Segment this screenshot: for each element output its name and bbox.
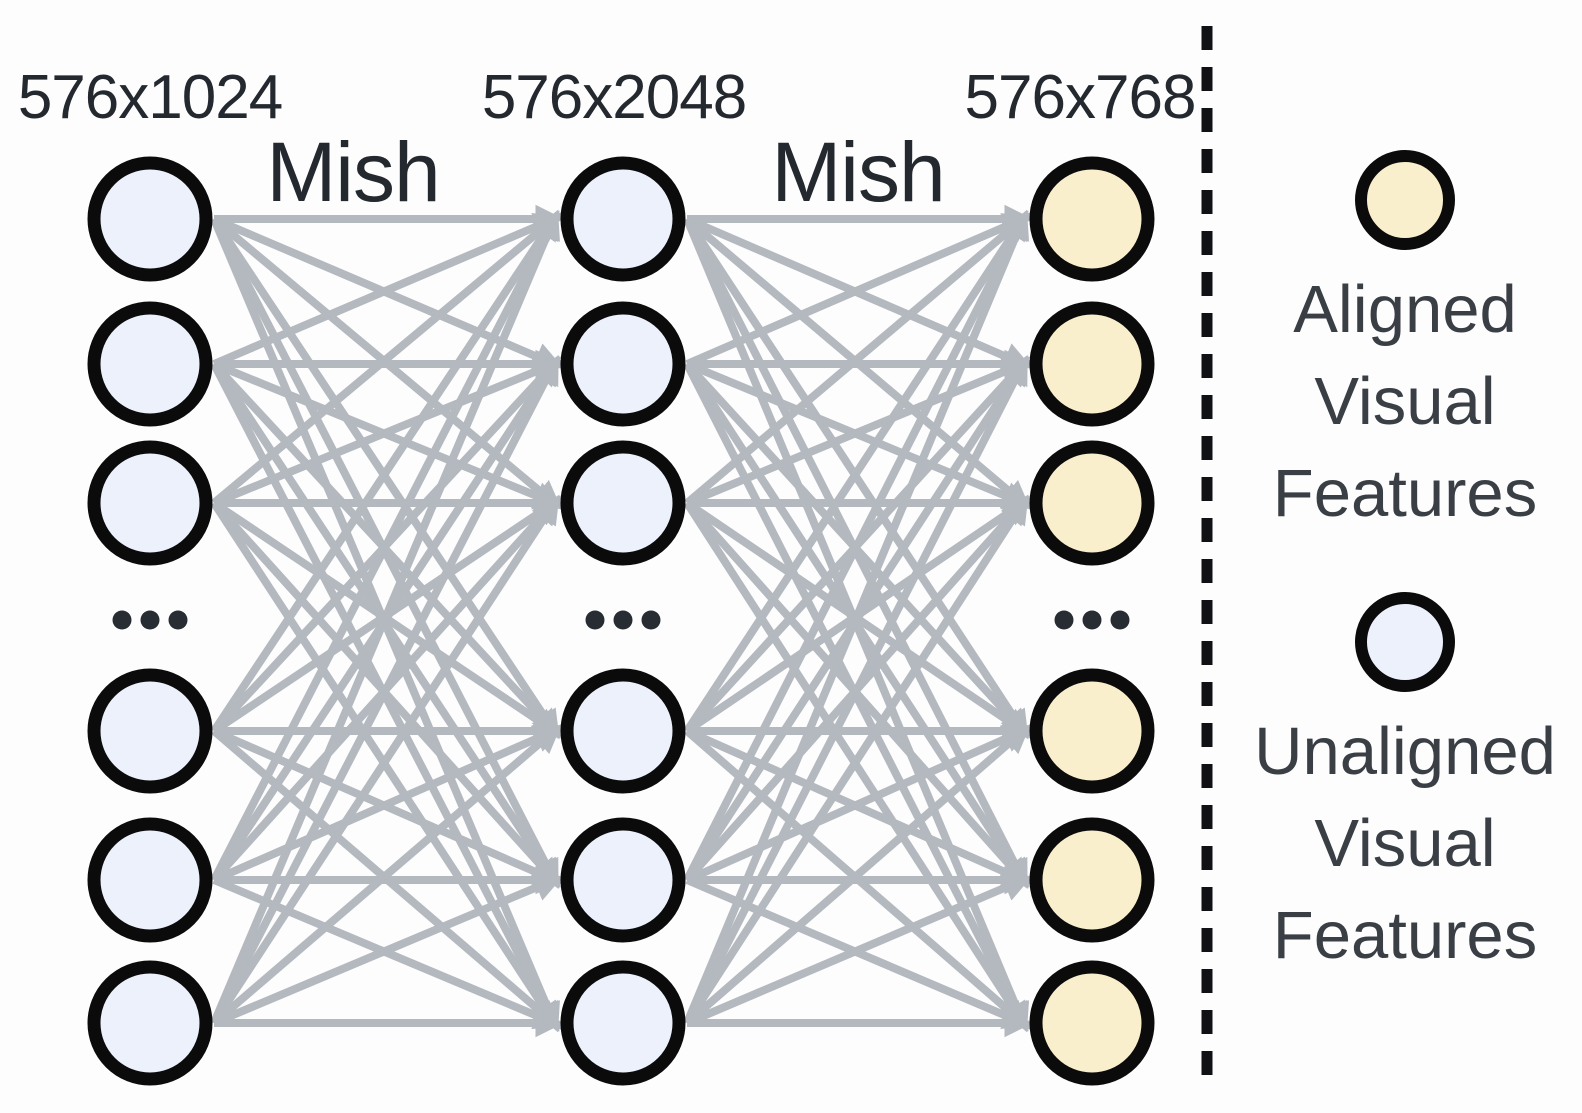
connection-arrow <box>212 357 564 507</box>
connection-arrow <box>210 355 559 1025</box>
connection-arrow <box>683 355 1028 1025</box>
connection-arrow <box>683 210 1029 734</box>
connection-arrow <box>683 210 1028 882</box>
ellipsis-dot <box>1082 610 1102 630</box>
layer3-dimension-label: 576x768 <box>965 63 1196 132</box>
connection-arrow <box>212 725 564 884</box>
legend-aligned-swatch <box>1355 150 1455 250</box>
connection-arrow <box>210 494 560 1026</box>
connection-arrow <box>210 210 559 882</box>
legend-aligned-line1: Aligned <box>1293 272 1517 347</box>
network-node <box>560 960 686 1086</box>
network-node <box>1029 668 1155 794</box>
connection-arrow <box>685 213 1033 368</box>
legend-unaligned-line3: Features <box>1273 898 1537 973</box>
connection-arrow <box>684 724 1031 1027</box>
connection-arrow <box>210 210 560 734</box>
network-node <box>87 960 213 1086</box>
network-node <box>560 156 686 282</box>
connection-arrow <box>683 209 1030 1025</box>
ellipsis-dot <box>585 610 605 630</box>
network-node <box>1029 817 1155 943</box>
network-node <box>1029 301 1155 427</box>
network-node <box>560 301 686 427</box>
ellipsis-dot <box>168 610 188 630</box>
network-node <box>87 440 213 566</box>
ellipsis-dot <box>140 610 160 630</box>
connection-arrow <box>211 724 562 1027</box>
ellipsis-dot <box>1110 610 1130 630</box>
connection-arrow <box>685 725 1033 884</box>
legend-aligned-line2: Visual <box>1314 364 1495 439</box>
connection-arrow <box>684 212 1031 507</box>
network-node <box>1029 156 1155 282</box>
legend-unaligned-line1: Unaligned <box>1254 714 1556 789</box>
network-node <box>87 817 213 943</box>
network-node <box>560 668 686 794</box>
ellipsis-dot <box>112 610 132 630</box>
ellipsis-group <box>112 610 1130 630</box>
legend-aligned-line3: Features <box>1273 456 1537 531</box>
network-node <box>1029 440 1155 566</box>
connection-arrow <box>211 212 562 507</box>
connection-arrow <box>212 213 564 368</box>
network-node <box>560 440 686 566</box>
ellipsis-dot <box>613 610 633 630</box>
network-node <box>1029 960 1155 1086</box>
legend-unaligned-swatch <box>1355 592 1455 692</box>
network-node <box>560 817 686 943</box>
connection-arrows-group <box>210 204 1034 1038</box>
connection-arrow <box>210 209 560 1025</box>
node-columns-group <box>87 156 1155 1086</box>
activation-label-1: Mish <box>266 125 439 219</box>
network-node <box>87 156 213 282</box>
network-node <box>87 301 213 427</box>
layer1-dimension-label: 576x1024 <box>18 63 282 132</box>
connection-arrow <box>212 873 564 1027</box>
legend-unaligned-line2: Visual <box>1314 806 1495 881</box>
ellipsis-dot <box>641 610 661 630</box>
connection-arrow <box>685 874 1033 1027</box>
connection-arrow <box>685 357 1033 507</box>
activation-label-2: Mish <box>771 125 944 219</box>
layer2-dimension-label: 576x2048 <box>482 63 746 132</box>
ellipsis-dot <box>1054 610 1074 630</box>
network-node <box>87 668 213 794</box>
connection-arrow <box>683 494 1029 1026</box>
